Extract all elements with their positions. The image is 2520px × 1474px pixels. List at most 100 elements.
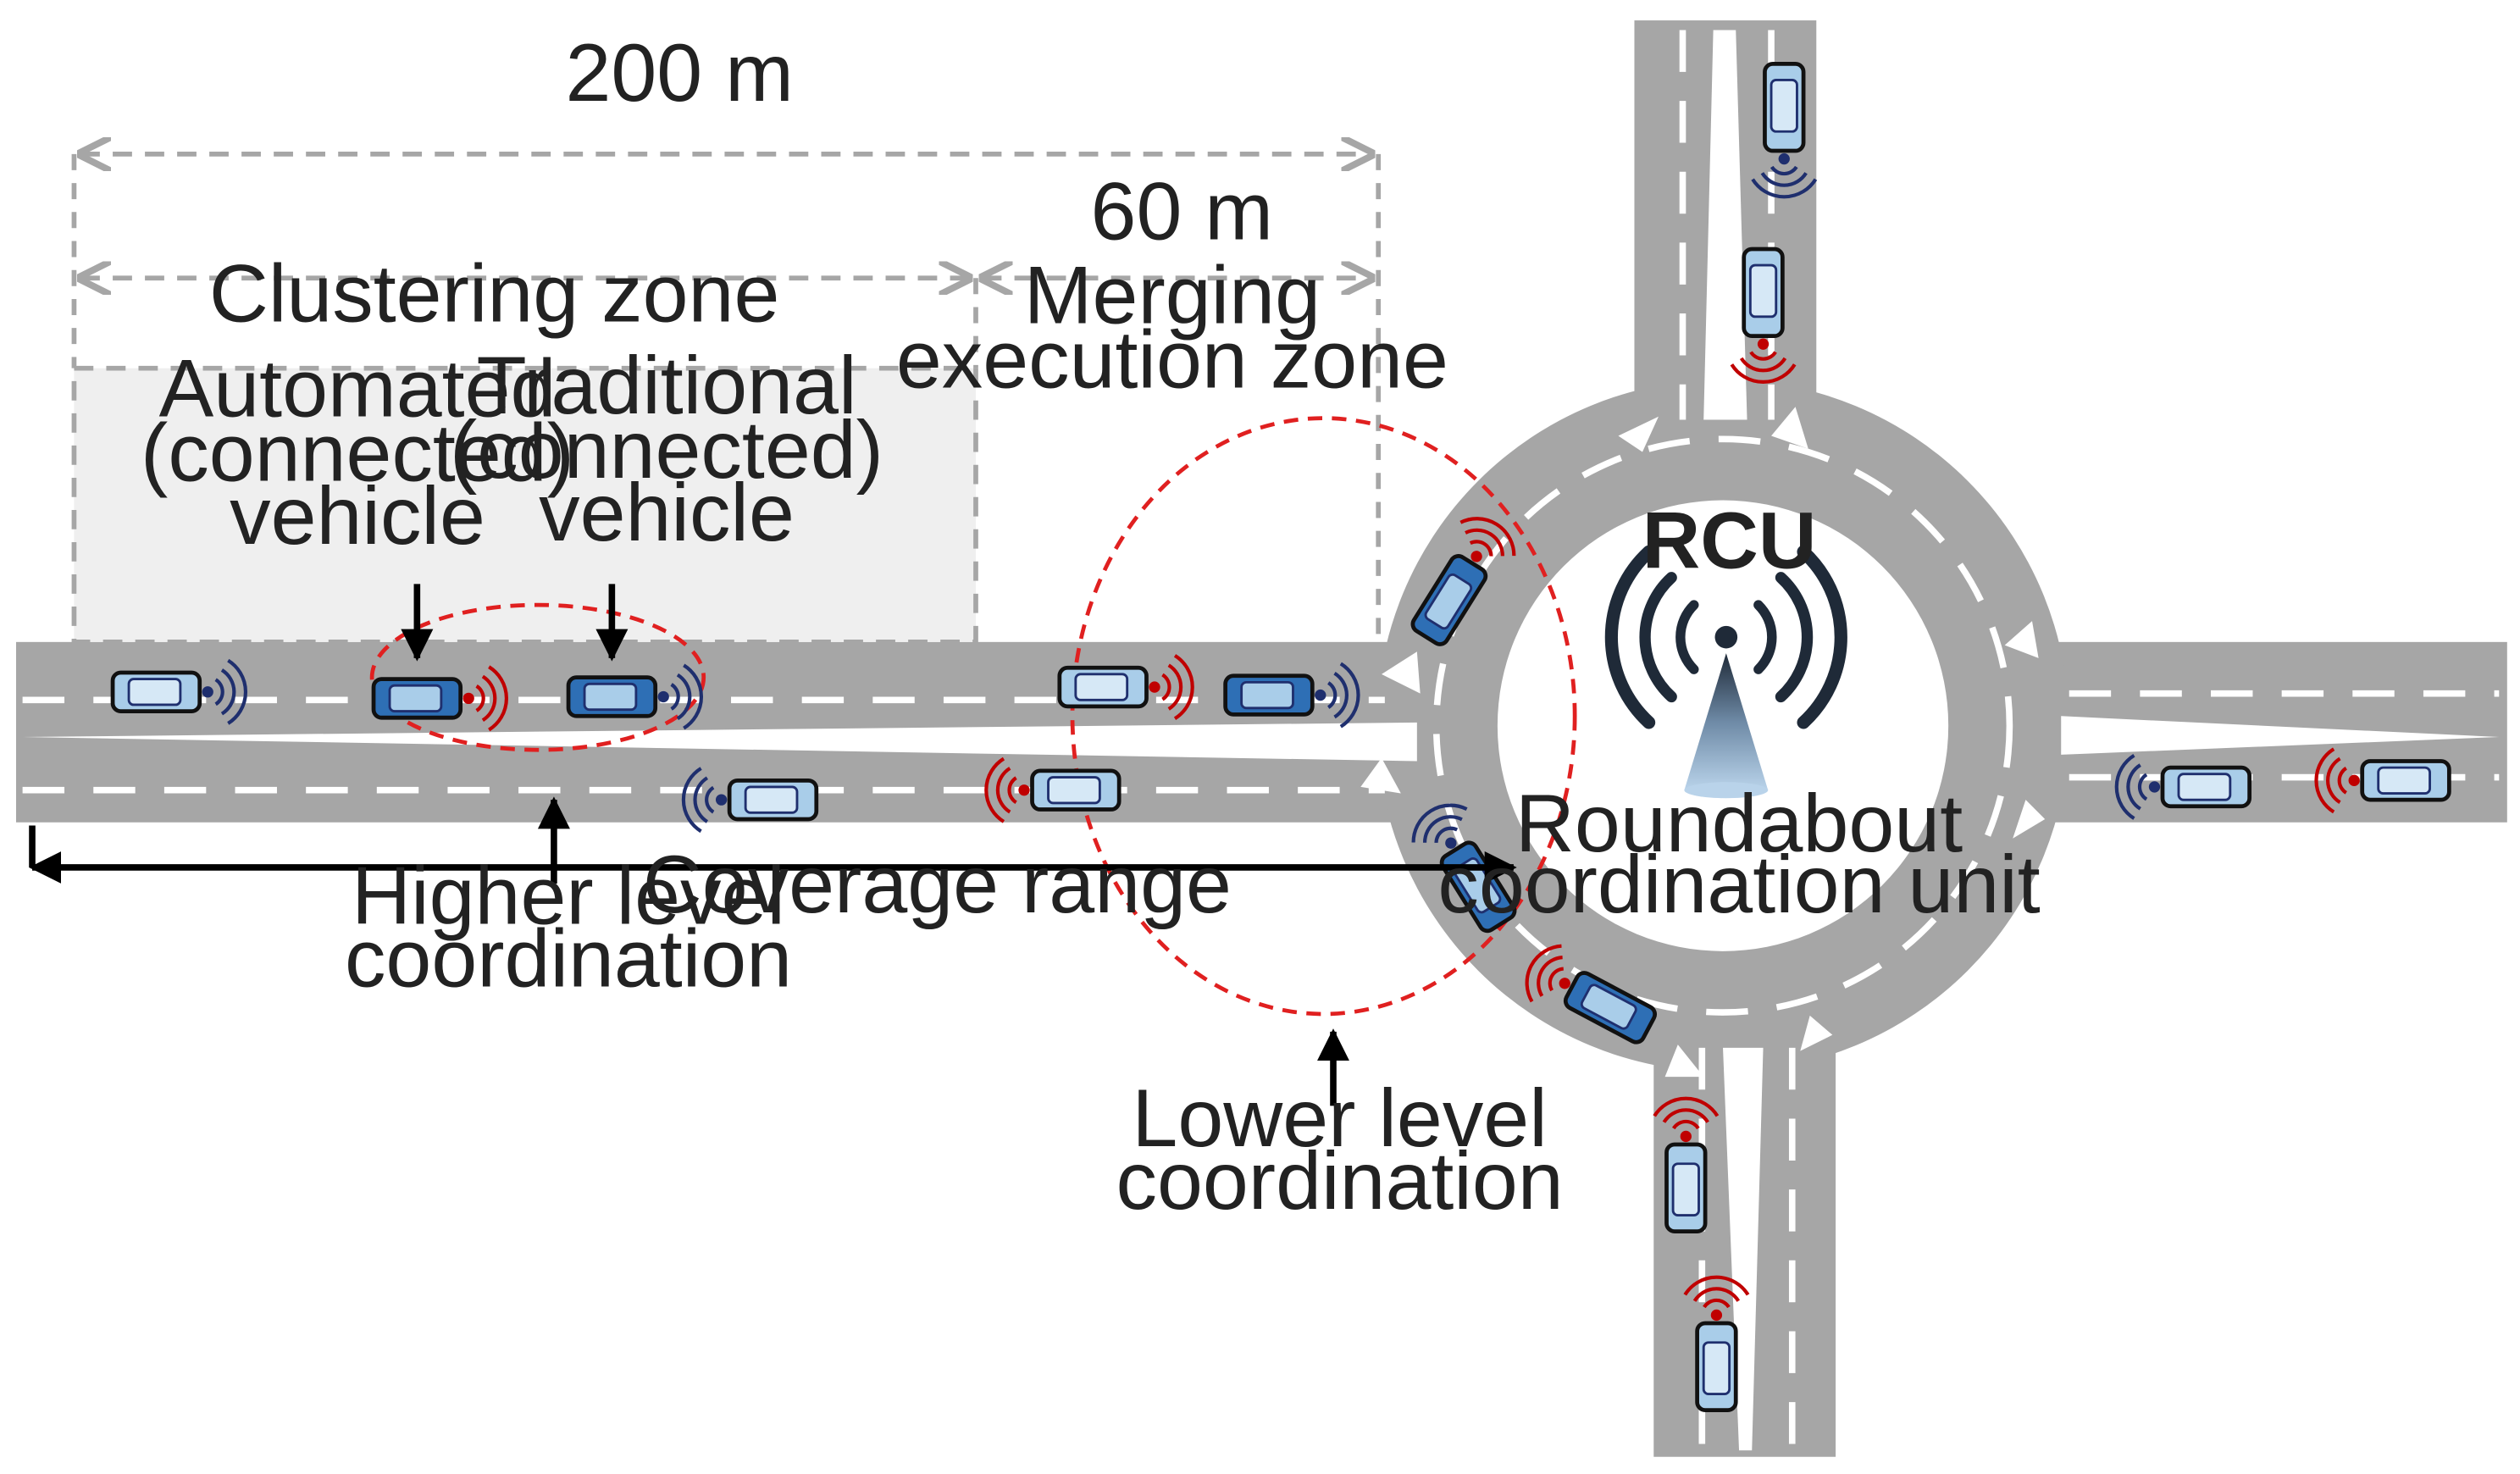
arrow-icon xyxy=(1618,416,1659,452)
higher-level-label-1: Higher level xyxy=(352,850,785,942)
antenna-cone xyxy=(1684,653,1769,790)
arrow-icon xyxy=(1800,1015,1833,1051)
antenna-base xyxy=(1684,782,1769,799)
signal-wave-icon xyxy=(984,756,1005,823)
arrow-icon xyxy=(1664,1045,1704,1078)
signal-wave-icon xyxy=(2314,747,2335,814)
median-island xyxy=(1703,30,1747,420)
automated-vehicle-label-1: Automated xyxy=(159,342,557,435)
arrow-icon xyxy=(1360,757,1401,794)
signal-wave-icon xyxy=(1465,528,1504,557)
signal-wave-icon xyxy=(1173,654,1194,721)
signal-emitter xyxy=(1149,681,1160,693)
traditional-vehicle-label-3: vehicle xyxy=(539,466,795,558)
signal-wave-icon xyxy=(2137,773,2148,801)
vehicle-window xyxy=(1770,78,1798,133)
signal-wave-icon xyxy=(1692,1287,1741,1302)
signal-wave-icon xyxy=(1749,351,1777,361)
signal-emitter xyxy=(715,794,728,806)
signal-wave-icon xyxy=(214,678,224,707)
zones xyxy=(71,154,1577,1017)
vehicle-window xyxy=(2177,773,2232,801)
signal-wave-icon xyxy=(481,674,497,723)
automated-vehicle xyxy=(371,665,508,732)
automated-vehicle-label-2: (connected) xyxy=(141,407,574,499)
vehicle-window xyxy=(1671,1162,1700,1217)
signal-wave-icon xyxy=(1167,663,1183,711)
arrow-icon xyxy=(2013,800,2046,839)
median-island xyxy=(22,722,1417,762)
signal-emitter xyxy=(1778,152,1790,165)
signal-emitter xyxy=(1018,784,1030,796)
signal-emitter xyxy=(1445,837,1457,849)
signal-wave-icon xyxy=(1459,517,1516,557)
signal-wave-icon xyxy=(2126,763,2141,811)
broadcast-waves-icon xyxy=(1604,545,1847,729)
signal-emitter xyxy=(1710,1309,1723,1322)
arrow-icon xyxy=(1382,651,1421,694)
merging-zone-label-1: Merging xyxy=(1024,248,1321,341)
signal-wave-icon xyxy=(1751,178,1818,199)
arrow-icon xyxy=(2004,621,2039,658)
traditional-vehicle xyxy=(984,756,1122,823)
lower-level-merging-ellipse xyxy=(1070,416,1577,1017)
signal-wave-icon xyxy=(1007,776,1017,805)
traditional-vehicle-label-1: Traditional xyxy=(476,339,856,431)
vehicle-window xyxy=(744,785,799,814)
merging-zone-label-2: execution zone xyxy=(896,313,1448,405)
signal-wave-icon xyxy=(693,776,709,823)
traditional-vehicle xyxy=(1683,1275,1750,1412)
signal-emitter xyxy=(2348,774,2360,786)
antenna-emitter xyxy=(1714,625,1738,649)
vehicle-window xyxy=(1240,680,1294,710)
signal-wave-icon xyxy=(1339,662,1360,729)
signal-wave-icon xyxy=(1760,172,1808,187)
signal-emitter xyxy=(202,686,213,698)
distance-200m-label: 200 m xyxy=(565,26,793,119)
traditional-vehicle xyxy=(1057,654,1194,721)
signal-wave-icon xyxy=(227,658,247,725)
automated-vehicle xyxy=(566,663,703,730)
signal-wave-icon xyxy=(1653,1096,1720,1117)
signal-emitter xyxy=(2148,781,2161,793)
signal-wave-icon xyxy=(1730,363,1797,384)
signal-emitter xyxy=(1680,1130,1692,1143)
rcu-label: RCU xyxy=(1642,496,1817,585)
rcu-full-label-1: Roundabout xyxy=(1515,777,1963,869)
signal-wave-icon xyxy=(1469,540,1493,557)
signal-emitter xyxy=(1757,338,1770,350)
signal-wave-icon xyxy=(488,665,508,732)
signal-wave-icon xyxy=(1326,681,1338,709)
signal-wave-icon xyxy=(220,668,236,716)
signal-wave-icon xyxy=(1770,165,1798,176)
vehicle-window xyxy=(2377,766,2431,795)
signal-wave-icon xyxy=(995,767,1011,814)
signal-emitter xyxy=(657,690,669,703)
labels: 200 m 60 m Clustering zone Merging execu… xyxy=(141,26,2041,1227)
lower-level-label-2: coordination xyxy=(1116,1134,1564,1227)
higher-level-cluster-ellipse xyxy=(369,602,706,752)
signal-wave-icon xyxy=(681,767,702,834)
traditional-vehicle xyxy=(1730,247,1797,384)
signal-emitter xyxy=(1315,689,1326,701)
signal-wave-icon xyxy=(475,684,485,712)
traditional-vehicle xyxy=(1751,62,1818,199)
signal-wave-icon xyxy=(1333,671,1349,719)
signal-wave-icon xyxy=(2114,753,2135,820)
vehicle-window xyxy=(1424,573,1473,630)
annotation-arrows xyxy=(29,584,1517,1106)
vehicle-window xyxy=(388,684,443,713)
signal-wave-icon xyxy=(1703,1298,1731,1309)
median-island xyxy=(1723,1047,1764,1451)
ring-lane-marking xyxy=(1432,435,2013,1016)
rcu-antenna xyxy=(1604,545,1847,799)
arrow-icon xyxy=(1771,407,1808,449)
coverage-range-label: Coverage range xyxy=(643,838,1232,930)
vehicle-window xyxy=(1074,673,1129,701)
vehicle-window xyxy=(583,682,638,712)
automated-vehicle-label-3: vehicle xyxy=(230,469,485,562)
automated-vehicle xyxy=(1525,944,1658,1045)
signal-wave-icon xyxy=(683,663,703,730)
vehicle-window xyxy=(1580,984,1637,1030)
